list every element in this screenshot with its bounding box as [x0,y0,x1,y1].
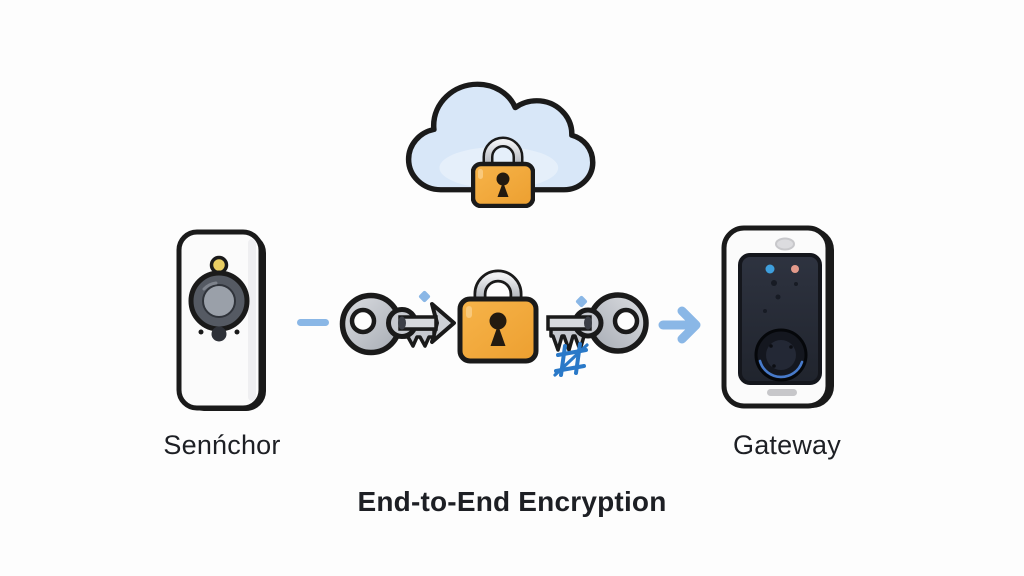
dash-connector-icon [297,319,329,326]
keyhole [496,172,510,197]
gateway-device-icon [721,225,834,409]
gateway-led-blue [765,264,775,274]
diagram-title: End-to-End Encryption [357,486,667,517]
sensor-label: Senńchor [163,430,281,460]
key-right-icon [339,292,456,356]
key-left-icon [546,292,649,354]
keyhole [489,312,507,346]
sensor-device-icon [176,229,266,411]
gateway-led-red [791,265,799,273]
sensor-lens [188,270,250,332]
gateway-label: Gateway [733,430,841,460]
arrow-right-icon [658,306,701,344]
blue-artifact-glyph [553,342,589,377]
padlock-icon [457,269,539,364]
cloud-padlock-icon [471,136,535,208]
sensor-led [209,255,229,275]
gateway-lens [754,328,808,382]
